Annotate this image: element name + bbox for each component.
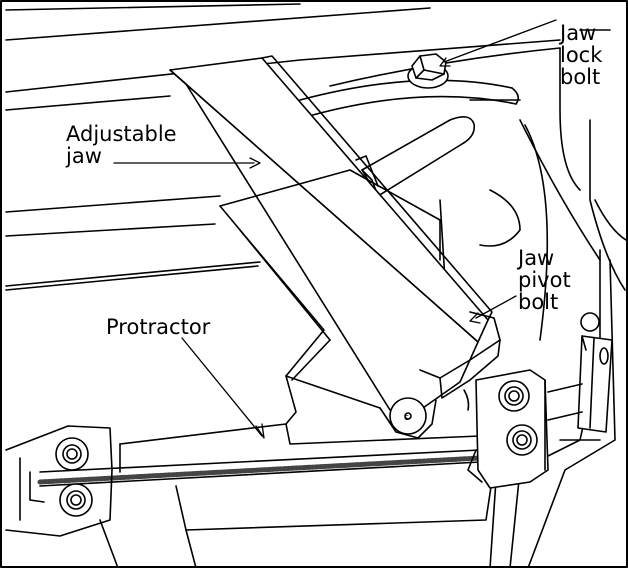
leader-lines xyxy=(113,19,557,439)
label-line: Adjustable xyxy=(66,122,177,146)
label-line: Protractor xyxy=(106,315,211,339)
label-jaw-pivot-bolt: Jaw pivot bolt xyxy=(518,247,571,313)
saw-blade xyxy=(37,449,483,487)
adjustable-jaw-drawing xyxy=(169,55,501,439)
label-jaw-lock-bolt: Jaw lock bolt xyxy=(560,22,602,88)
pivot-mark: c xyxy=(404,413,409,423)
clamp-handle xyxy=(355,116,476,197)
label-line: jaw xyxy=(66,144,102,168)
label-line: Jaw xyxy=(560,21,597,45)
saw-frame xyxy=(5,3,627,568)
label-line: Jaw xyxy=(518,246,555,270)
left-bolt-block xyxy=(5,425,119,568)
label-line: lock xyxy=(560,43,603,67)
right-bolt-block xyxy=(463,369,549,489)
stop-bracket xyxy=(547,312,613,441)
jaw-lock-bolt-drawing xyxy=(407,53,449,89)
label-protractor: Protractor xyxy=(106,316,210,338)
label-line: pivot xyxy=(518,268,571,292)
protractor-plate xyxy=(119,375,493,568)
label-line: bolt xyxy=(560,65,601,89)
label-adjustable-jaw: Adjustable jaw xyxy=(66,123,177,167)
label-line: bolt xyxy=(518,290,559,314)
